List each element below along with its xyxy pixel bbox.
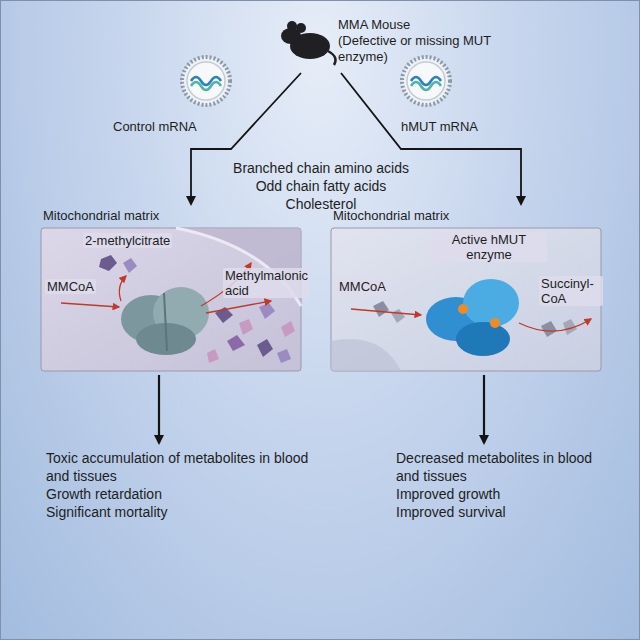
outcome-line: Toxic accumulation of metabolites in blo… xyxy=(46,449,314,485)
outcome-text: Toxic accumulation of metabolites in blo… xyxy=(46,449,314,521)
mito-left-illustration xyxy=(41,228,301,371)
molecule-label: Methylmalonic acid xyxy=(223,268,309,298)
substrate-label: Cholesterol xyxy=(201,195,441,213)
outcome-line: Improved survival xyxy=(396,503,601,521)
substrate-label: Branched chain amino acids xyxy=(201,159,441,177)
lnp-right xyxy=(402,57,450,105)
mrna-label: hMUT mRNA xyxy=(401,119,478,135)
mouse-silhouette xyxy=(281,21,336,65)
mouse-group: MMA Mouse(Defective or missing MUT enzym… xyxy=(266,13,511,71)
flow-arrow xyxy=(483,375,485,443)
active-hmut-enzyme xyxy=(426,279,519,356)
model-label: (Defective or missing MUT enzyme) xyxy=(338,33,511,65)
lnp-left xyxy=(182,57,230,105)
flow-arrow xyxy=(158,375,160,443)
defective-enzyme xyxy=(121,287,209,355)
molecule-label: Active hMUT enzyme xyxy=(431,232,547,262)
outcome-line: Growth retardation xyxy=(46,485,314,503)
molecule-label: MMCoA xyxy=(45,279,96,294)
mitochondria-panel: Mitochondrial matrix 2-methylcitrateMMCoA… xyxy=(41,206,301,371)
outcome-line: Decreased metabolites in blood and tissu… xyxy=(396,449,601,485)
outcome-text: Decreased metabolites in blood and tissu… xyxy=(396,449,601,521)
metabolites xyxy=(373,301,577,337)
molecule-label: Succinyl-CoA xyxy=(539,276,603,306)
molecule-label: MMCoA xyxy=(337,279,388,294)
outcome-line: Improved growth xyxy=(396,485,601,503)
outcome-line: Significant mortality xyxy=(46,503,314,521)
molecule-label: 2-methylcitrate xyxy=(83,233,172,248)
mrna-label: Control mRNA xyxy=(113,119,197,135)
substrate-label: Odd chain fatty acids xyxy=(201,177,441,195)
mitochondria-panel: Mitochondrial matrixActive hMUT enzymeMM… xyxy=(331,206,601,371)
panel-heading: Mitochondrial matrix xyxy=(43,208,159,223)
model-label: MMA Mouse xyxy=(338,17,511,33)
